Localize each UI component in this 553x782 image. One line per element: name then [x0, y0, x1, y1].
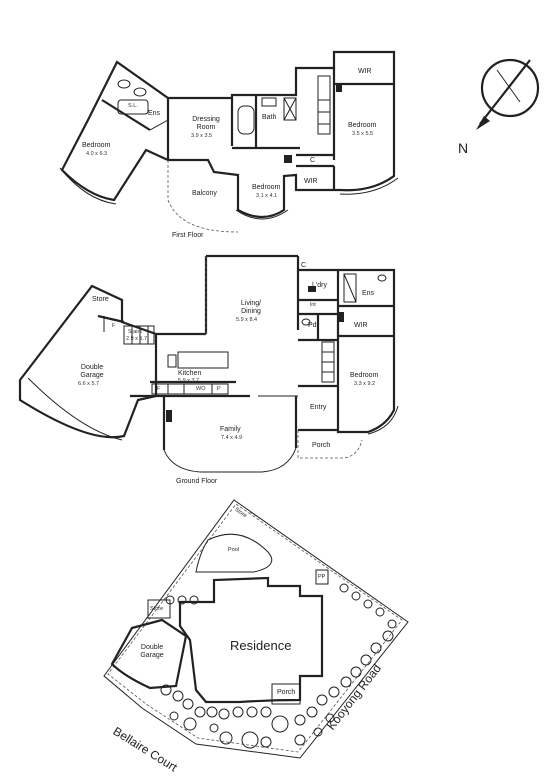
- gf-stairs-dim: 2.9 x 1.7: [126, 336, 148, 342]
- gf-ens-label: Ens: [362, 290, 375, 297]
- ff-wir-top-label: WIR: [358, 68, 372, 75]
- site-plan: [103, 499, 409, 759]
- gf-ldry-label: L'dry: [312, 282, 327, 289]
- store-box-site: [147, 599, 171, 619]
- ff-bath-label: Bath: [262, 114, 277, 121]
- gf-c-label: C: [301, 262, 307, 269]
- gf-family-label: Family: [220, 426, 241, 433]
- ff-bedroom-left-label: Bedroom: [82, 142, 111, 149]
- gf-lnt-label: lnt: [310, 302, 316, 308]
- ff-sl-label: S.L.: [128, 103, 138, 109]
- gf-caption: Ground Floor: [176, 478, 218, 485]
- ff-bedroom-mid-dim: 3.1 x 4.1: [256, 193, 278, 199]
- site-store-left-label: Store: [150, 606, 164, 612]
- ff-dressing-label: Dressing Room: [192, 116, 220, 131]
- gf-p-label: P: [217, 386, 221, 392]
- ff-bedroom-right-label: Bedroom: [348, 122, 377, 129]
- site-garage-label: Double Garage: [140, 644, 164, 659]
- gf-pdr-label: Pdr: [308, 322, 319, 329]
- ff-balcony-label: Balcony: [192, 190, 217, 197]
- gf-wo-label: WO: [196, 386, 206, 392]
- compass-north-label: N: [458, 140, 469, 156]
- gf-bedroom-dim: 3.3 x 9.2: [354, 381, 376, 387]
- gf-entry-label: Entry: [310, 404, 327, 411]
- ff-wir-mid-label: WIR: [304, 178, 318, 185]
- gf-living-label: Living/ Dining: [240, 300, 262, 315]
- site-residence-label: Residence: [230, 638, 292, 653]
- gf-wir-label: WIR: [354, 322, 368, 329]
- gf-bedroom-label: Bedroom: [350, 372, 379, 379]
- site-pool-label: Pool: [228, 547, 240, 553]
- ff-ens-label: Ens: [148, 110, 161, 117]
- ff-caption: First Floor: [172, 232, 204, 239]
- ff-c-label: C: [310, 157, 316, 164]
- gf-store-label: Store: [92, 296, 109, 303]
- ground-floor-plan: [18, 254, 399, 473]
- gf-f-label: F: [157, 386, 161, 392]
- ff-bedroom-left-dim: 4.0 x 6.3: [86, 151, 108, 157]
- first-floor-plan: [59, 50, 399, 233]
- compass-icon: [476, 58, 540, 130]
- ff-bedroom-right-dim: 3.5 x 5.5: [352, 131, 374, 137]
- gf-garage-dim: 6.6 x 5.7: [78, 381, 100, 387]
- gf-garage-label: Double Garage: [80, 364, 104, 379]
- gf-family-dim: 7.4 x 4.9: [221, 435, 243, 441]
- gf-stairs-label: Stairs: [128, 329, 143, 335]
- ff-bedroom-mid-label: Bedroom: [252, 184, 281, 191]
- ff-dressing-dim: 3.9 x 3.5: [191, 133, 213, 139]
- gf-living-dim: 5.9 x 8.4: [236, 317, 258, 323]
- site-pp-label: PP: [318, 574, 326, 580]
- site-porch-label: Porch: [277, 689, 296, 696]
- gf-porch-label: Porch: [312, 442, 331, 449]
- tree-icon: [160, 583, 397, 749]
- gf-kitchen-label: Kitchen: [178, 370, 202, 377]
- gf-kitchen-dim: 5.9 x 3.7: [178, 378, 200, 384]
- gf-f-small-label: F: [112, 323, 116, 329]
